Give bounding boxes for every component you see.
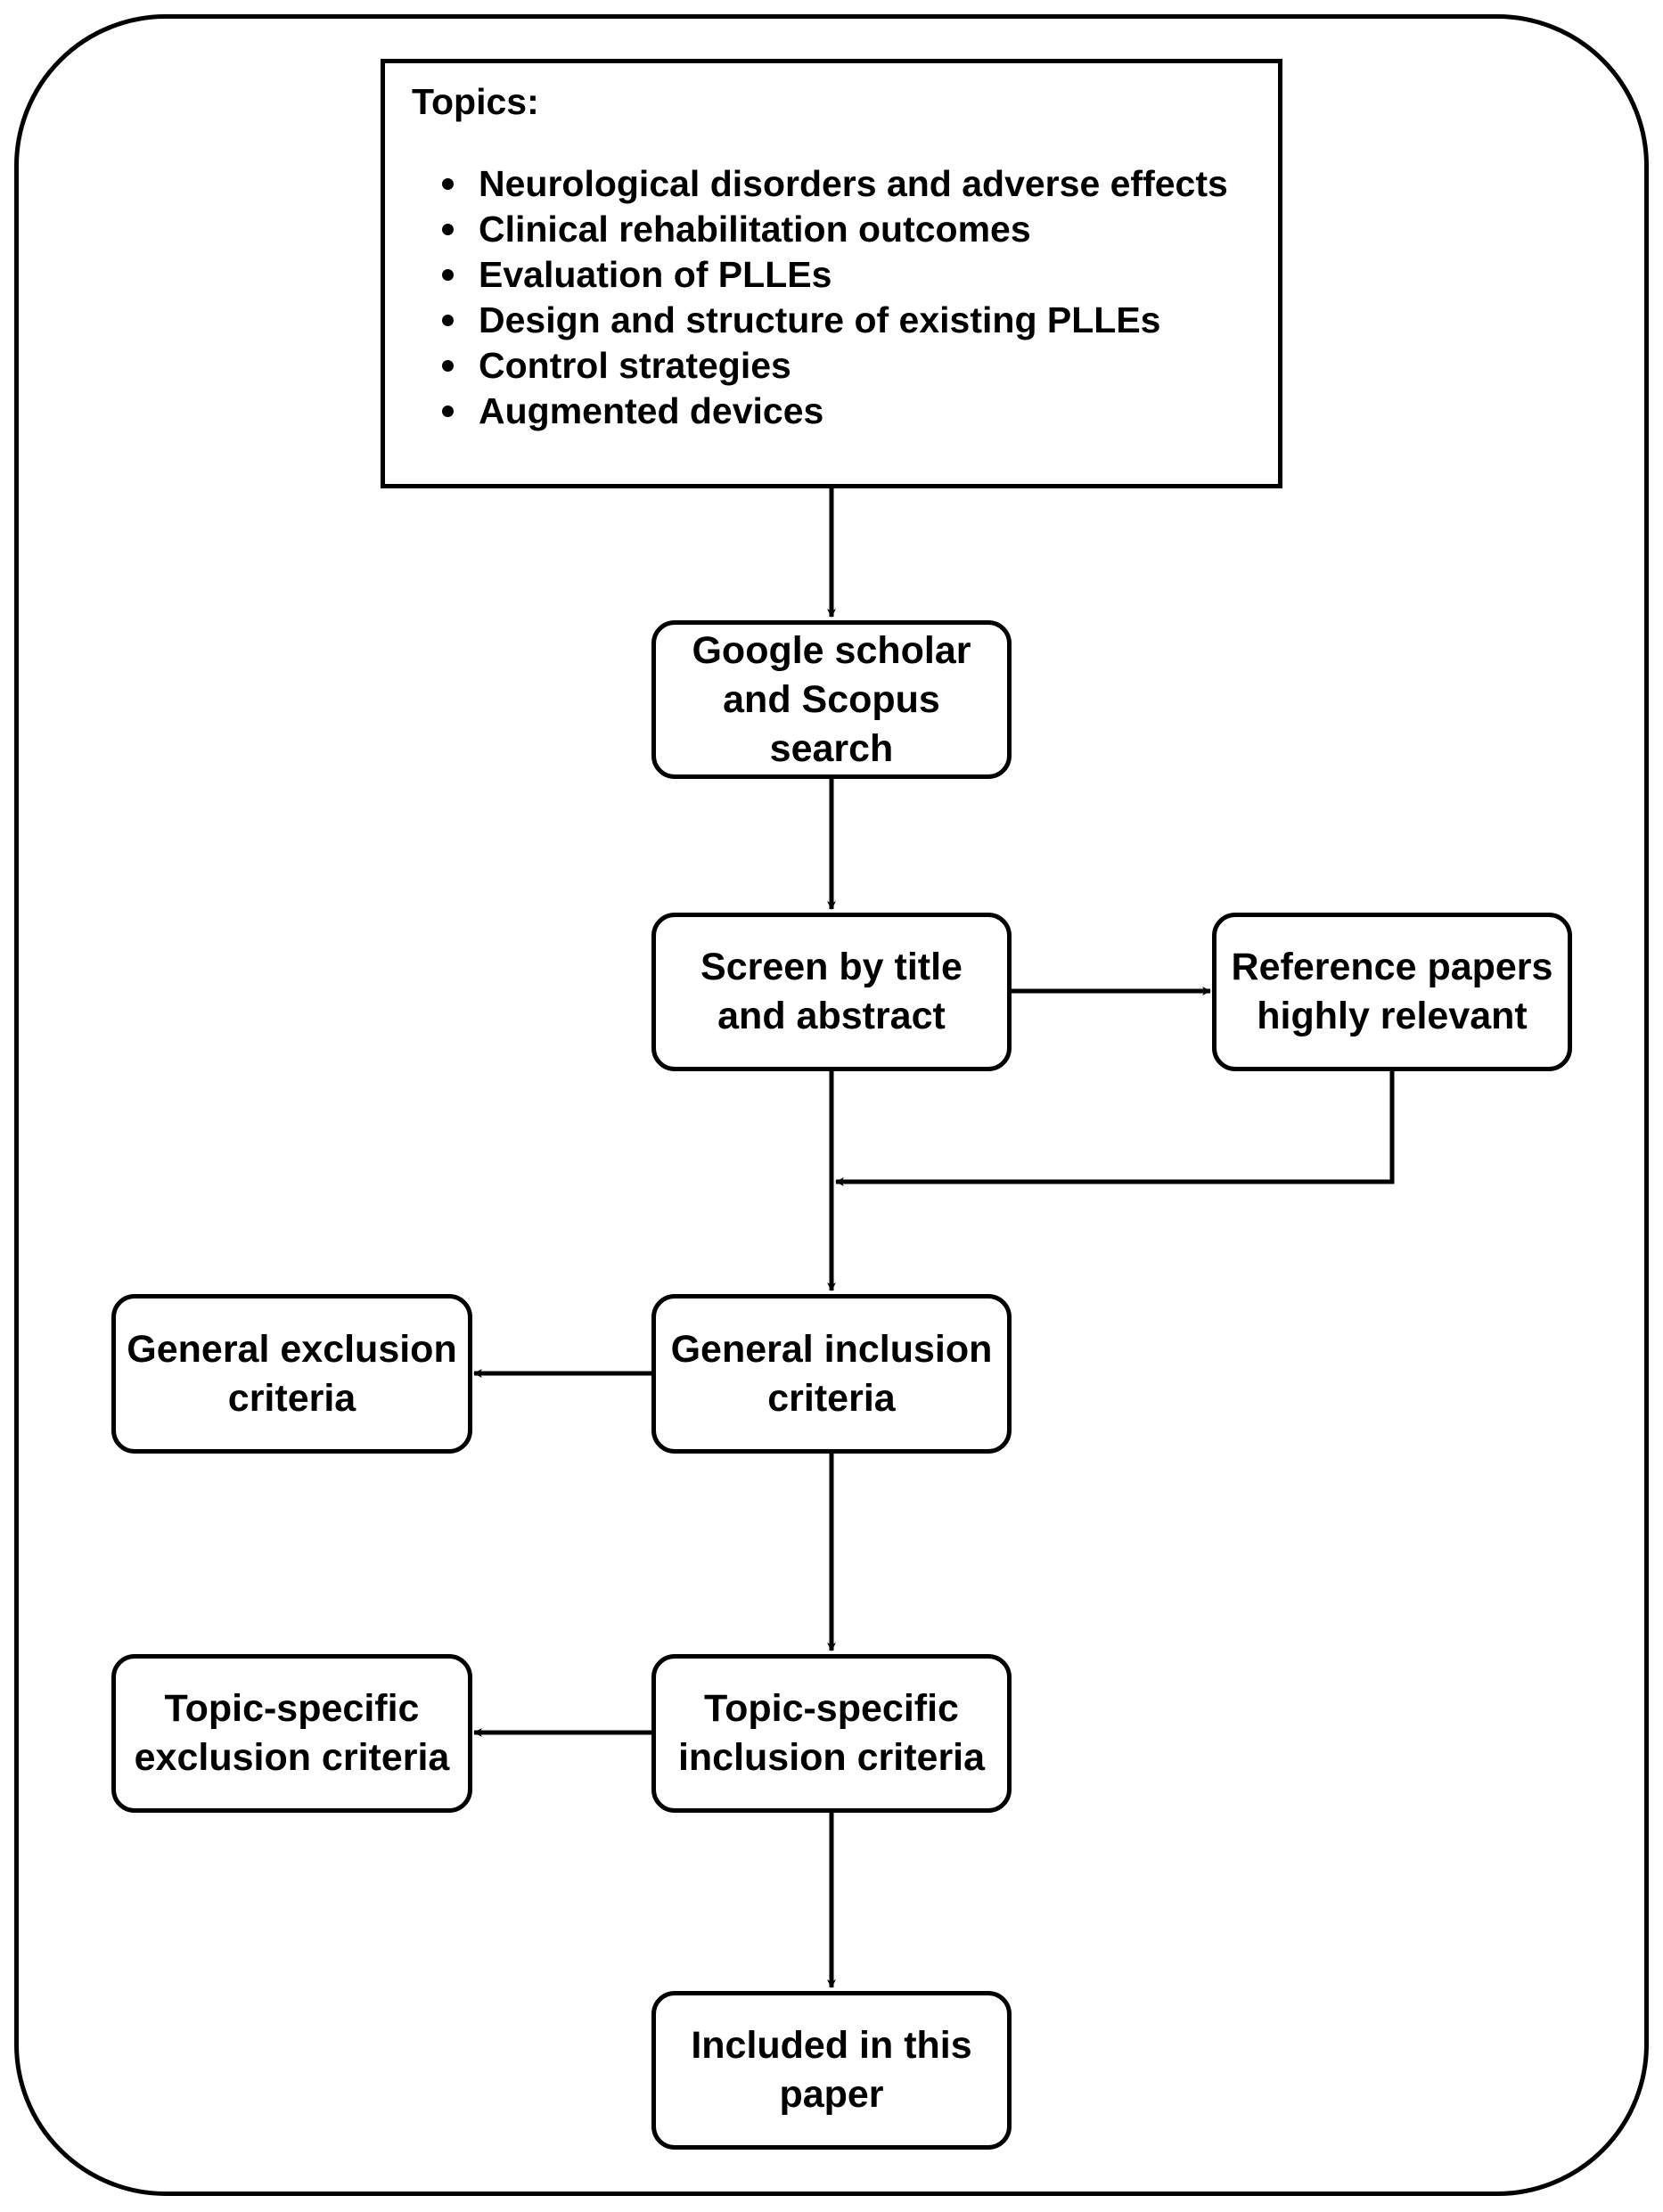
topics-list: Neurological disorders and adverse effec… — [412, 161, 1278, 434]
topic-item: Design and structure of existing PLLEs — [442, 298, 1278, 343]
node-topic-exclusion: Topic-specific exclusion criteria — [111, 1654, 472, 1813]
node-included: Included in this paper — [651, 1991, 1012, 2150]
topics-title: Topics: — [412, 81, 539, 122]
node-search: Google scholar and Scopus search — [651, 620, 1012, 779]
topic-item: Clinical rehabilitation outcomes — [442, 207, 1278, 252]
arrow-reference-back-to-main — [835, 1071, 1395, 1186]
topic-item: Evaluation of PLLEs — [442, 252, 1278, 298]
node-reference: Reference papers highly relevant — [1212, 913, 1572, 1071]
topic-item: Neurological disorders and adverse effec… — [442, 161, 1278, 207]
topic-item: Augmented devices — [442, 389, 1278, 434]
topics-box: Topics: Neurological disorders and adver… — [381, 59, 1282, 488]
node-screen: Screen by title and abstract — [651, 913, 1012, 1071]
node-general-exclusion: General exclusion criteria — [111, 1294, 472, 1454]
outer-frame — [14, 14, 1649, 2196]
topic-item: Control strategies — [442, 343, 1278, 389]
node-general-inclusion: General inclusion criteria — [651, 1294, 1012, 1454]
node-topic-inclusion: Topic-specific inclusion criteria — [651, 1654, 1012, 1813]
